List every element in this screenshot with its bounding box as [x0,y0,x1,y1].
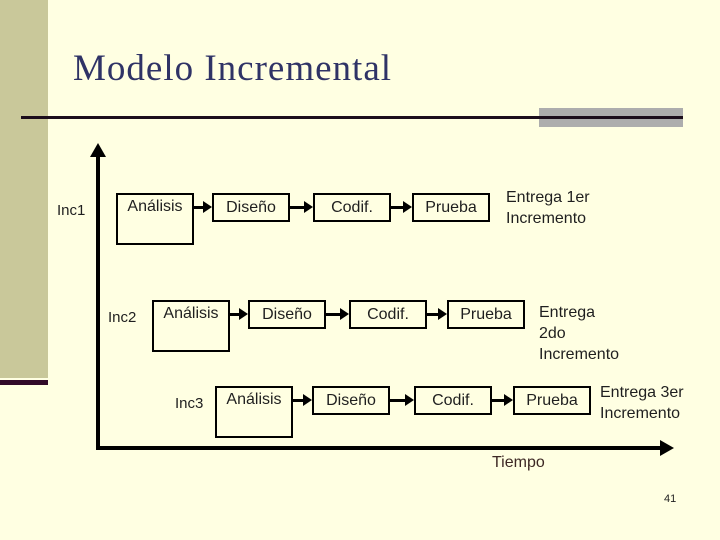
page-number: 41 [664,493,677,505]
y-axis-line [96,156,100,450]
delivery-line: Incremento [539,346,620,363]
flow-arrow-icon [427,300,447,330]
phase-box-prueba: Prueba [412,193,490,222]
increment-label: Inc3 [175,395,204,412]
time-axis-label: Tiempo [492,454,545,471]
phase-box-prueba: Prueba [447,300,525,329]
sidebar-accent-bar [0,380,48,385]
phase-box-analisis: Análisis [116,193,194,245]
phase-box-codif: Codif. [313,193,391,222]
flow-arrow-icon [290,193,313,223]
y-axis-arrow-up-icon [90,143,106,157]
phase-box-diseno: Diseño [248,300,326,329]
phase-box-analisis: Análisis [215,386,293,438]
increment-label: Inc2 [108,309,137,326]
increment-row-3: Inc3 Análisis Diseño Codif. Prueba Entre… [175,384,684,438]
delivery-line: Entrega 1er [506,189,590,206]
phase-box-codif: Codif. [414,386,492,415]
phase-box-analisis: Análisis [152,300,230,352]
phase-box-diseno: Diseño [212,193,290,222]
delivery-label: Entrega 2do Incremento [539,302,619,365]
phase-box-diseno: Diseño [312,386,390,415]
increment-label: Inc1 [57,202,86,219]
delivery-line: Incremento [506,210,587,227]
phase-box-codif: Codif. [349,300,427,329]
delivery-label: Entrega 3er Incremento [600,382,684,424]
page-title: Modelo Incremental [73,48,393,89]
flow-arrow-icon [230,300,248,330]
flow-arrow-icon [391,193,412,223]
sidebar-bar [0,0,48,378]
x-axis-line [96,446,662,450]
delivery-line: Entrega 3er [600,384,684,401]
flow-arrow-icon [194,193,212,223]
delivery-label: Entrega 1er Incremento [506,187,590,229]
flow-arrow-icon [326,300,349,330]
flow-arrow-icon [293,386,312,416]
phase-box-prueba: Prueba [513,386,591,415]
delivery-line: Incremento [600,405,681,422]
x-axis-arrow-right-icon [660,440,674,456]
flow-arrow-icon [492,386,513,416]
title-rule [21,116,683,119]
delivery-line: Entrega [539,304,596,321]
delivery-line: 2do [539,325,566,342]
increment-row-1: Inc1 Análisis Diseño Codif. Prueba Entre… [57,189,590,245]
flow-arrow-icon [390,386,414,416]
increment-row-2: Inc2 Análisis Diseño Codif. Prueba Entre… [108,300,619,365]
